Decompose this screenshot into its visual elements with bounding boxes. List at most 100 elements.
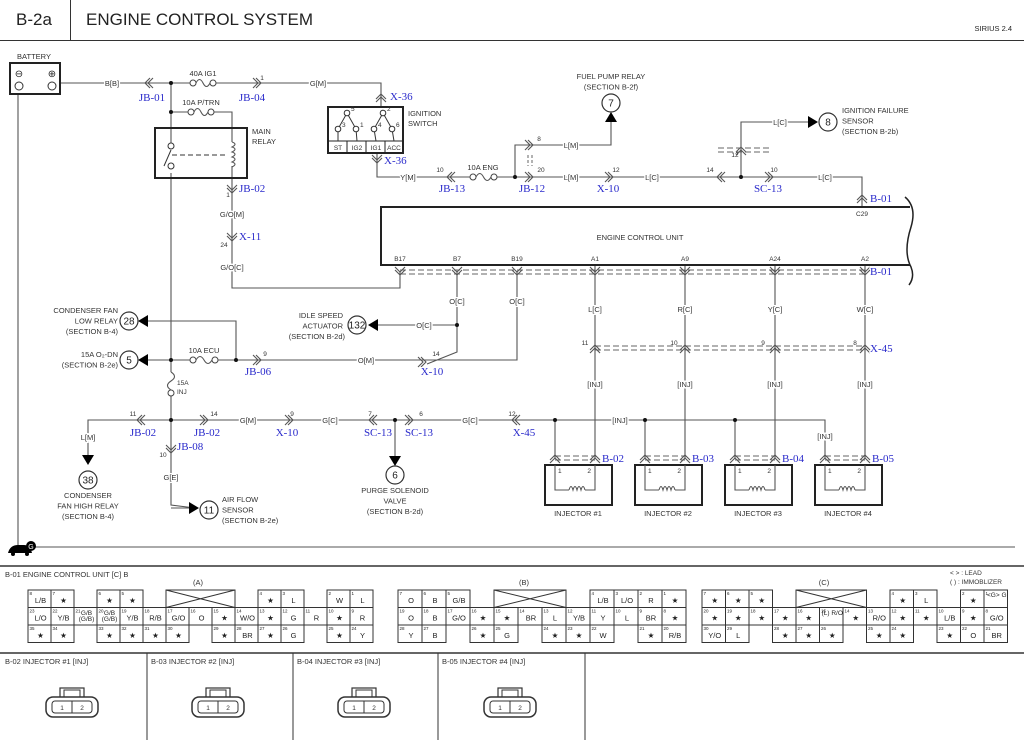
pin-number: 11 bbox=[582, 340, 589, 347]
cavity-wire-color: B bbox=[432, 614, 437, 623]
pin-number: 12 bbox=[731, 152, 739, 159]
cavity-pin-number: 9 bbox=[640, 609, 643, 614]
cavity-pin-number: 12 bbox=[283, 609, 289, 614]
injector-connector-title: B-03 INJECTOR #2 [INJ] bbox=[151, 657, 234, 666]
cavity-pin-number: 22 bbox=[53, 609, 59, 614]
junction-dot bbox=[553, 418, 557, 422]
cavity-pin-number: 1 bbox=[986, 591, 989, 596]
injector-connector-pin: 1 bbox=[352, 705, 356, 712]
wire-label: R[C] bbox=[678, 305, 693, 314]
pin-number: 10 bbox=[159, 452, 167, 459]
connector-icon bbox=[446, 171, 456, 183]
connector-id: JB-02 bbox=[130, 427, 156, 439]
cavity-wire-color: W bbox=[599, 631, 607, 640]
injector-label: INJECTOR #2 bbox=[644, 509, 692, 518]
pin-number: 6 bbox=[419, 411, 423, 418]
injector-pin: 2 bbox=[587, 468, 591, 475]
connector-chevron bbox=[589, 344, 601, 351]
cavity-wire-color: ★ bbox=[782, 631, 789, 640]
connector-chevron bbox=[769, 344, 781, 351]
connector-chevron bbox=[679, 454, 691, 461]
connector-chevron bbox=[859, 457, 871, 464]
connector-chevron bbox=[639, 454, 651, 461]
pin-number: 14 bbox=[432, 351, 440, 358]
cavity-wire-color: ★ bbox=[480, 614, 487, 623]
cavity-wire-color: ★ bbox=[970, 596, 977, 605]
cavity-wire-color: ★ bbox=[106, 596, 113, 605]
cavity-wire-color: ★ bbox=[37, 631, 44, 640]
connector-chevron bbox=[451, 269, 463, 276]
cavity-pin-number: 16 bbox=[798, 609, 804, 614]
injector-connector-pin: 2 bbox=[518, 705, 522, 712]
junction-dot bbox=[513, 175, 517, 179]
reference-circle bbox=[78, 470, 98, 490]
ignition-pin-number: 4 bbox=[378, 122, 382, 129]
connector-chevron bbox=[527, 171, 534, 183]
connector-chevron bbox=[147, 77, 154, 89]
connector-chevron bbox=[769, 347, 781, 354]
connector-icon bbox=[511, 414, 521, 426]
cavity-pin-number: 4 bbox=[260, 591, 263, 596]
wire-label: B[B] bbox=[105, 79, 119, 88]
connector-chevron bbox=[165, 444, 177, 451]
cavity-pin-number: 5 bbox=[751, 591, 754, 596]
connector-id: JB-13 bbox=[439, 183, 466, 195]
injector-wire bbox=[734, 465, 749, 491]
connector-icon bbox=[524, 139, 534, 151]
fuse-terminal bbox=[469, 173, 477, 181]
connector-chevron bbox=[639, 457, 651, 464]
connector-icon bbox=[764, 171, 774, 183]
pin-number: 14 bbox=[210, 411, 218, 418]
cavity-wire-color: Y/B bbox=[126, 614, 138, 623]
connector-icon bbox=[589, 454, 601, 464]
connector-icon bbox=[735, 146, 747, 156]
cavity-pin-number: 28 bbox=[400, 626, 406, 631]
junction-dot bbox=[169, 418, 173, 422]
connector-id: X-36 bbox=[390, 91, 413, 103]
injector-coil-icon bbox=[748, 485, 766, 493]
connector-chevron bbox=[449, 171, 456, 183]
cavity-pin-number: 6 bbox=[424, 591, 427, 596]
cavity-wire-color: BR bbox=[242, 631, 253, 640]
cavity-pin-number: 21 bbox=[640, 626, 646, 631]
cavity-pin-number: 27 bbox=[798, 626, 804, 631]
wire-label: [INJ] bbox=[857, 380, 872, 389]
cavity-pin-number: 13 bbox=[260, 609, 266, 614]
injector-pin: 1 bbox=[558, 468, 562, 475]
reference-text: SENSOR bbox=[222, 506, 254, 515]
injector-connector-pin: 2 bbox=[226, 705, 230, 712]
cavity-pin-number: 15 bbox=[496, 609, 502, 614]
cavity-pin-number: 24 bbox=[544, 626, 550, 631]
connector-icon bbox=[371, 154, 383, 164]
cavity-pin-number: 22 bbox=[592, 626, 598, 631]
connector-cavity bbox=[819, 624, 844, 643]
wire-label: L[C] bbox=[818, 173, 832, 182]
connector-icon bbox=[769, 266, 781, 276]
connector-chevron bbox=[446, 171, 453, 183]
cavity-pin-number: 28 bbox=[774, 626, 780, 631]
cavity-wire-color: ★ bbox=[106, 631, 113, 640]
blank-cavity-cross bbox=[493, 589, 567, 608]
connector-id: JB-06 bbox=[245, 366, 272, 378]
reference-text: CONDENSER bbox=[64, 491, 113, 500]
cavity-pin-number: 20 bbox=[664, 626, 670, 631]
connector-chevron bbox=[764, 171, 771, 183]
cavity-wire-color: L bbox=[553, 614, 557, 623]
wire-label: [INJ] bbox=[817, 432, 832, 441]
cavity-pin-number: 16 bbox=[472, 609, 478, 614]
reference-number: 6 bbox=[392, 471, 398, 482]
cavity-wire-color: L bbox=[736, 631, 740, 640]
connector-chevron bbox=[735, 146, 747, 153]
connector-chevron bbox=[859, 344, 871, 351]
cavity-wire-color: L bbox=[291, 596, 295, 605]
cavity-wire-color: ★ bbox=[552, 631, 559, 640]
ground-icon bbox=[8, 545, 32, 553]
connector-id: B-01 bbox=[870, 266, 892, 278]
connector-chevron bbox=[226, 235, 238, 242]
main-relay-label: RELAY bbox=[252, 137, 276, 146]
battery-negative-icon: ⊖ bbox=[15, 69, 23, 80]
cavity-pin-number: 33 bbox=[99, 626, 105, 631]
cavity-pin-number: 18 bbox=[145, 609, 151, 614]
main-relay-label: MAIN bbox=[252, 127, 271, 136]
fuse-icon bbox=[193, 107, 209, 117]
